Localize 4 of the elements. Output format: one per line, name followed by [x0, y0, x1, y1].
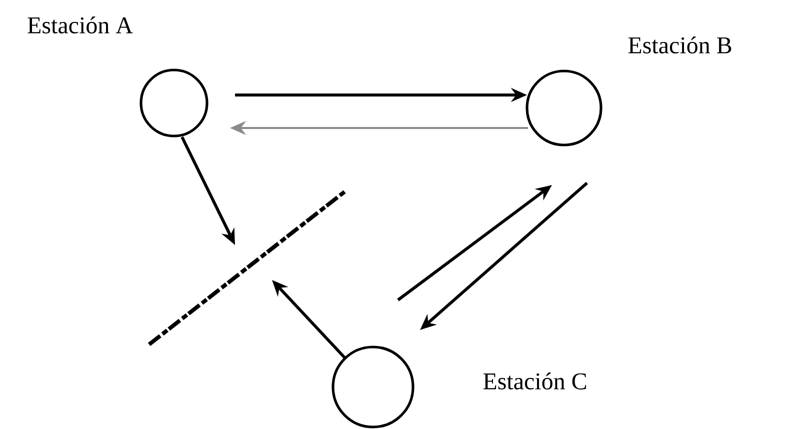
- station-label: Estación C: [483, 372, 586, 390]
- dashed-barrier-line: [148, 190, 346, 346]
- station-label: Estación A: [28, 16, 133, 34]
- station-label: Estación B: [628, 36, 732, 54]
